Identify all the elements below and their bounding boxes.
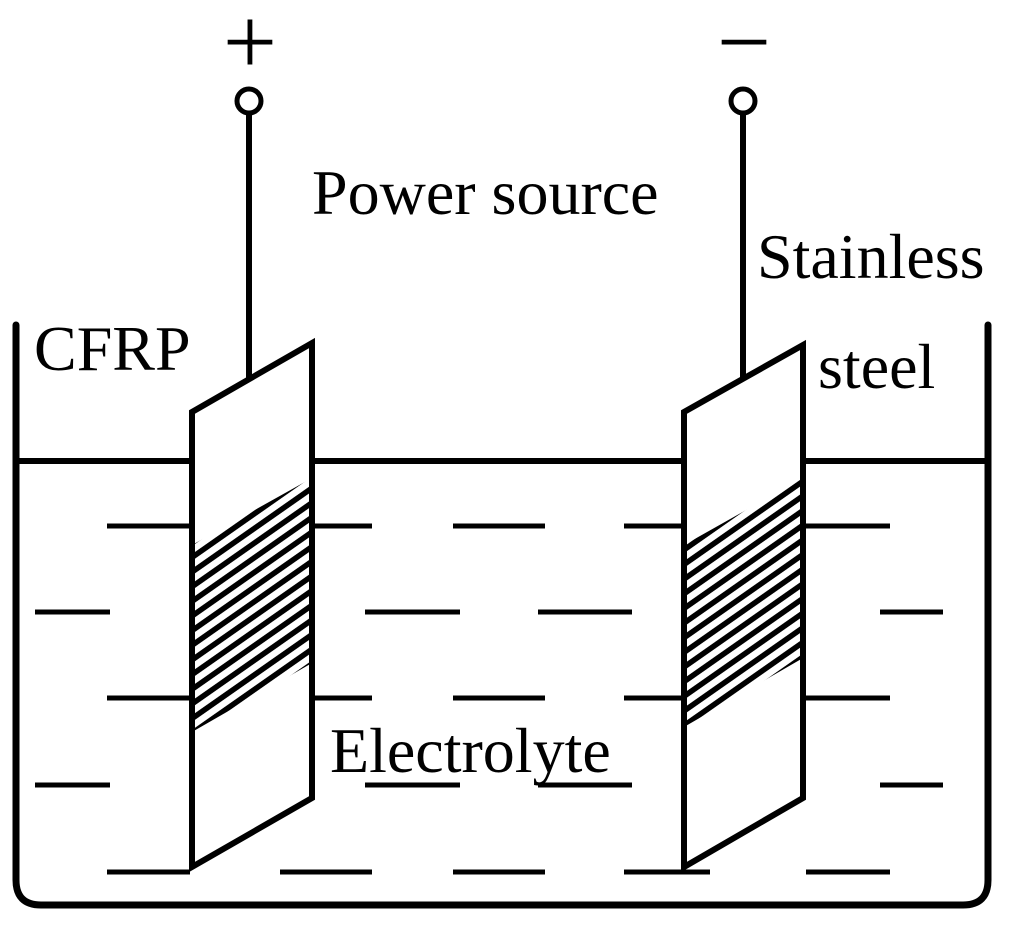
cfrp-electrode: [189, 337, 315, 873]
cfrp-hatched-region: [192, 478, 312, 732]
positive-symbol: +: [223, 0, 277, 95]
cfrp-label: CFRP: [34, 313, 191, 384]
stainless-label: Stainless: [757, 221, 985, 292]
negative-terminal-icon: [728, 86, 758, 116]
electrolyte-label: Electrolyte: [330, 715, 611, 786]
negative-symbol: −: [717, 0, 771, 95]
power-source-label: Power source: [312, 157, 659, 228]
positive-terminal-icon: [234, 86, 264, 116]
steel-label: steel: [818, 331, 935, 402]
stainless-steel-electrode: [681, 339, 806, 873]
tank-outline: [12, 321, 992, 909]
stainless-hatched-region: [684, 478, 803, 727]
electrolyte-dashes: [35, 523, 943, 875]
